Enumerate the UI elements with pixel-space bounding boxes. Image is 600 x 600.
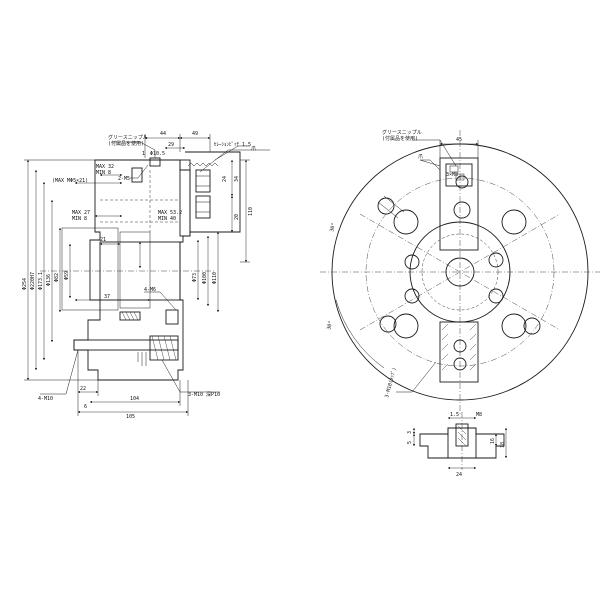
pitch-circle: [365, 177, 555, 367]
dim-phi59: Φ59: [64, 271, 70, 280]
dim-5: 5: [407, 441, 413, 444]
label-m8: 3×M8: [446, 172, 458, 178]
upper-jaw: [439, 157, 479, 251]
bolt-hole-lower-left: [393, 313, 419, 339]
dim-6: 6: [84, 404, 87, 410]
label-m8b: M8: [476, 412, 482, 418]
dim-phi110: Φ110: [212, 272, 218, 284]
label-max53: MAX 53.2: [158, 210, 182, 216]
angle-b: 30°: [326, 320, 334, 330]
grease-nipple-top: [149, 157, 161, 167]
dim-phi136: Φ136: [46, 274, 52, 286]
jaw-bolt-upper: [195, 169, 211, 193]
dim-1-top: 1: [142, 151, 145, 157]
serration: [187, 162, 219, 167]
dim-34: 34: [234, 176, 240, 182]
label-serr: 1.5: [450, 412, 459, 418]
label-max27: MAX 27: [72, 210, 90, 216]
label-max32: MAX 32: [96, 164, 114, 170]
label-grease-top: グリースニップル: [108, 134, 148, 141]
label-max-minus: (MAX MΦ5×21): [52, 178, 88, 184]
dim-3: 3: [407, 431, 413, 434]
label-min40: MIN 40: [158, 216, 176, 222]
label-thread-pitch: ｾﾚｰｼｮﾝﾋﾟｯﾁ 1.5: [214, 141, 251, 148]
section-view: [24, 134, 270, 416]
label-min8: MIN 8: [96, 170, 111, 176]
bolt-hole-upper-right: [501, 209, 527, 235]
dim-29: 29: [168, 142, 174, 148]
label-m5: 2-M5: [118, 176, 130, 182]
dim-16: 16: [490, 438, 496, 444]
dim-22: 22: [80, 386, 86, 392]
hub-center: [445, 257, 475, 287]
top-jaw: [185, 151, 241, 233]
lower-jaw: [439, 321, 479, 383]
label-jaw: 爪: [251, 146, 256, 152]
label-m10p: 3-M10 深P10: [188, 391, 220, 398]
wedge-screw: [119, 311, 141, 321]
detail-view: 1.5 M8 24 3 5 16 18: [407, 412, 508, 478]
mounting-bolt: [73, 339, 179, 351]
front-view: [320, 130, 600, 415]
dim-phi73: Φ73: [192, 273, 198, 282]
dim-phi82: Φ82: [54, 273, 60, 282]
dim-phi100: Φ100: [202, 272, 208, 284]
dim-24b: 24: [456, 472, 462, 478]
front-labels: グリースニップル (付属品を使用) 45 爪 30° 30° 3-M10(ﾀｯﾌ…: [326, 129, 462, 399]
front-face: [179, 159, 191, 237]
bolt-hole-lower-right: [501, 313, 527, 339]
label-grease-top-sub: (付属品を使用): [108, 140, 144, 147]
label-grease-right-sub: (付属品を使用): [382, 135, 418, 142]
dim-18: 18: [500, 442, 506, 448]
angle-a: 30°: [329, 222, 337, 232]
dim-phi173: Φ173.1: [38, 272, 44, 290]
upper-jaw-grease-block: [445, 163, 473, 187]
dim-phi10: Φ10.5: [150, 151, 165, 157]
bolt-hole-upper-left: [393, 209, 419, 235]
draw-nut: [61, 227, 119, 311]
label-m10: 4-M10: [38, 396, 53, 402]
label-m6: 4-M6: [144, 287, 156, 293]
dim-20: 20: [234, 214, 240, 220]
dim-phi220: Φ220H7: [30, 272, 36, 290]
dim-49: 49: [192, 131, 198, 137]
dim-phi254: Φ254: [22, 278, 28, 290]
dim-24: 24: [222, 176, 228, 182]
m6-screw: [165, 309, 179, 325]
dim-21: 21: [100, 237, 106, 243]
label-min-b: MIN 8: [72, 216, 87, 222]
hub-bore-hidden: [421, 233, 499, 311]
label-jaw-right: 爪: [418, 154, 423, 160]
dim-37: 37: [104, 294, 110, 300]
m5-screw: [131, 167, 143, 183]
dim-44: 44: [160, 131, 166, 137]
dim-105: 105: [126, 414, 135, 420]
jaw-bolt-lower: [195, 195, 211, 219]
section-labels: グリースニップル (付属品を使用) ｾﾚｰｼｮﾝﾋﾟｯﾁ 1.5 爪 44 49…: [22, 131, 256, 420]
dim-110: 110: [248, 207, 254, 216]
label-grease-right: グリースニップル: [382, 129, 422, 136]
plunger: [119, 231, 151, 309]
dim-104: 104: [130, 396, 139, 402]
dim-45: 45: [456, 137, 462, 143]
